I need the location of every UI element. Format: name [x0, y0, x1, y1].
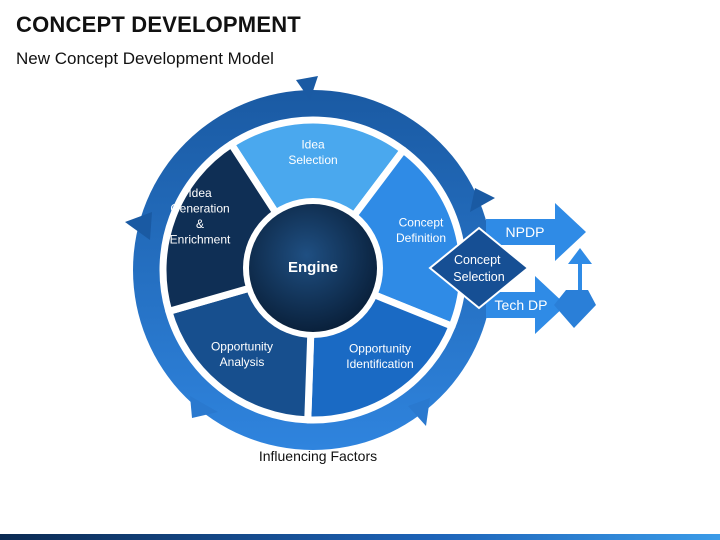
- page-subtitle: New Concept Development Model: [16, 49, 274, 68]
- engine-label: Engine: [288, 259, 338, 276]
- ring-arrowhead-bottom-right: [408, 398, 430, 426]
- ring-arrowhead-bottom-left: [190, 396, 218, 418]
- page-title: CONCEPT DEVELOPMENT: [16, 12, 301, 37]
- segment-line: Analysis: [220, 355, 265, 369]
- ring-arrowhead-top: [296, 76, 318, 100]
- tech-dp-arrow: [486, 276, 566, 334]
- segment-line: Idea: [188, 186, 212, 200]
- bottom-accent-bar: [0, 534, 720, 540]
- segment-line: Opportunity: [349, 341, 411, 355]
- ring-arrowhead-right: [470, 188, 495, 212]
- segment-line: Definition: [396, 231, 446, 245]
- feedback-up-arrow: [566, 248, 592, 300]
- diamond-line-2: Selection: [453, 270, 504, 284]
- segment-line: &: [196, 217, 204, 231]
- segment-line: Idea: [301, 137, 325, 151]
- segment-line: Opportunity: [211, 339, 273, 353]
- segment-line: Concept: [399, 215, 444, 229]
- tech-dp-label: Tech DP: [495, 297, 548, 313]
- ring-arrowhead-left: [125, 212, 152, 240]
- right-arrows: NPDP Tech DP: [486, 203, 596, 334]
- concept-selection-diamond: [428, 226, 530, 310]
- segment-line: Generation: [170, 201, 229, 215]
- concept-selection-label: Concept Selection: [453, 253, 504, 284]
- segment-line: Identification: [346, 357, 413, 371]
- npdp-label: NPDP: [506, 224, 545, 240]
- influencing-factors-label: Influencing Factors: [259, 448, 377, 464]
- feedback-diamond-arrow: [554, 290, 596, 328]
- segment-line: Selection: [288, 153, 337, 167]
- npdp-arrow: [486, 203, 586, 261]
- segment-line: Enrichment: [170, 232, 231, 246]
- diamond-line-1: Concept: [454, 253, 501, 267]
- segment-idea-selection: [227, 116, 407, 274]
- engine-circle: [249, 204, 377, 332]
